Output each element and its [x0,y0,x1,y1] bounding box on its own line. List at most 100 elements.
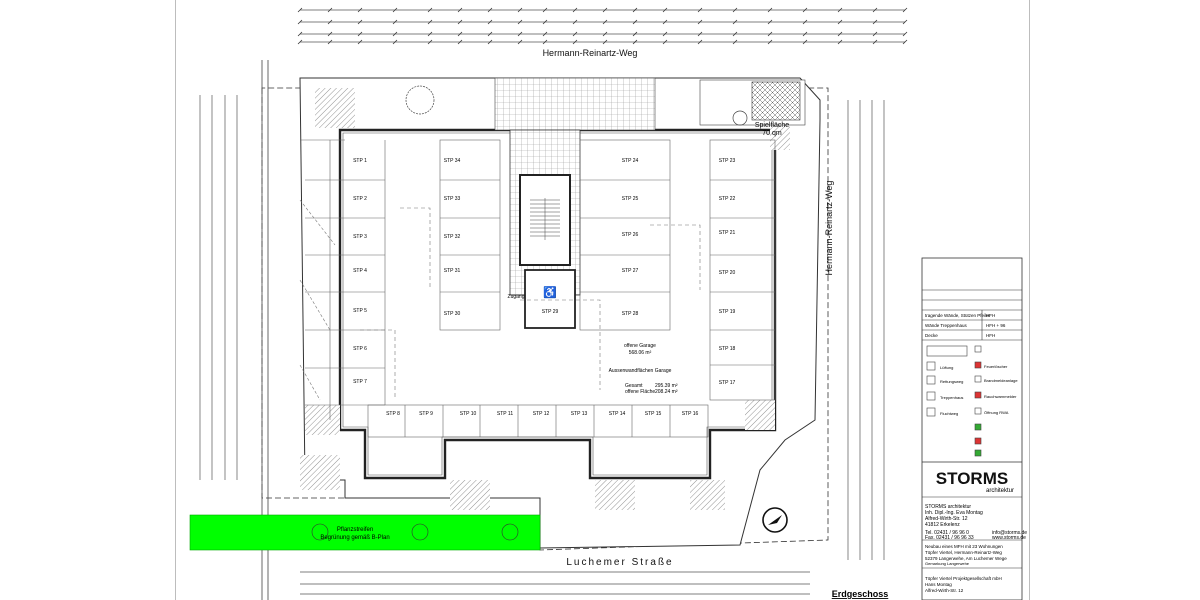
top-dimension-ticks [297,7,908,45]
dimension-tick [902,39,908,45]
dimension-tick [572,31,578,37]
dimension-tick [487,31,493,37]
top-terrace-tiles [494,77,656,131]
hatch-bottom-1 [450,480,490,510]
title-block-frame [921,257,1023,600]
dimension-tick [487,19,493,25]
dimension-tick [902,7,908,13]
dimension-tick [872,7,878,13]
top-dimension-lines [300,9,905,43]
dimension-tick [662,19,668,25]
dimension-tick [837,31,843,37]
dimension-tick [517,31,523,37]
dimension-tick [327,39,333,45]
dimension-tick [357,7,363,13]
left-diagonals [299,199,336,401]
dimension-tick [732,7,738,13]
dimension-tick [602,39,608,45]
dimension-tick [902,19,908,25]
dimension-tick [427,19,433,25]
dimension-tick [457,7,463,13]
dimension-tick [572,19,578,25]
dimension-tick [517,19,523,25]
parking-grid-center-left [439,139,501,331]
dimension-tick [602,31,608,37]
dimension-tick [837,19,843,25]
dimension-tick [767,19,773,25]
planting-tree-3 [501,523,519,541]
dimension-tick [632,7,638,13]
dimension-tick [872,19,878,25]
tree-top-left [405,85,435,115]
dimension-tick [392,39,398,45]
dimension-tick [327,31,333,37]
dimension-tick [517,39,523,45]
accessible-space [524,269,576,329]
dashed-lines [360,207,701,400]
hatch-left-bottom [305,405,340,435]
dimension-tick [542,31,548,37]
dimension-tick [427,7,433,13]
dimension-tick [457,31,463,37]
hatch-bottom-2 [595,480,635,510]
dimension-tick [457,39,463,45]
dimension-tick [327,19,333,25]
dimension-tick [662,39,668,45]
dimension-tick [297,19,303,25]
tree-top-left-2 [732,110,748,126]
dimension-tick [327,7,333,13]
legend-symbols [926,345,982,457]
dimension-tick [542,19,548,25]
dimension-tick [572,7,578,13]
planting-tree-1 [311,523,329,541]
dimension-tick [697,19,703,25]
dimension-tick [572,39,578,45]
dimension-tick [662,31,668,37]
dimension-tick [802,7,808,13]
dimension-tick [632,39,638,45]
dimension-tick [542,39,548,45]
dimension-tick [767,39,773,45]
wheelchair-icon: ♿ [543,286,557,299]
dimension-tick [487,7,493,13]
hatch-bottom-left [300,455,340,490]
hatch-right-bottom [745,400,775,430]
dimension-tick [872,39,878,45]
dimension-tick [297,39,303,45]
parking-grid-right [709,139,776,401]
dimension-tick [427,31,433,37]
stair-steps [530,198,560,240]
dimension-tick [902,31,908,37]
dimension-tick [632,31,638,37]
margin-right [1030,0,1200,600]
dimension-tick [802,39,808,45]
dimension-tick [767,7,773,13]
dimension-tick [392,19,398,25]
dimension-tick [602,7,608,13]
hatch-bottom-3 [690,480,725,510]
dimension-tick [732,31,738,37]
dimension-tick [542,7,548,13]
dimension-tick [697,7,703,13]
left-dimension-lines [199,95,238,480]
north-arrow-icon [762,507,788,533]
dimension-tick [357,19,363,25]
parking-grid-bottom [367,404,709,438]
dimension-tick [602,19,608,25]
dimension-tick [487,39,493,45]
dimension-tick [697,39,703,45]
dimension-tick [517,7,523,13]
dimension-tick [837,39,843,45]
dimension-tick [457,19,463,25]
dimension-tick [632,19,638,25]
dimension-tick [297,7,303,13]
dimension-tick [732,39,738,45]
bottom-dimension-lines [300,571,810,595]
dimension-tick [392,31,398,37]
dimension-tick [357,39,363,45]
margin-left [0,0,175,600]
dimension-tick [662,7,668,13]
dimension-tick [427,39,433,45]
dimension-tick [297,31,303,37]
